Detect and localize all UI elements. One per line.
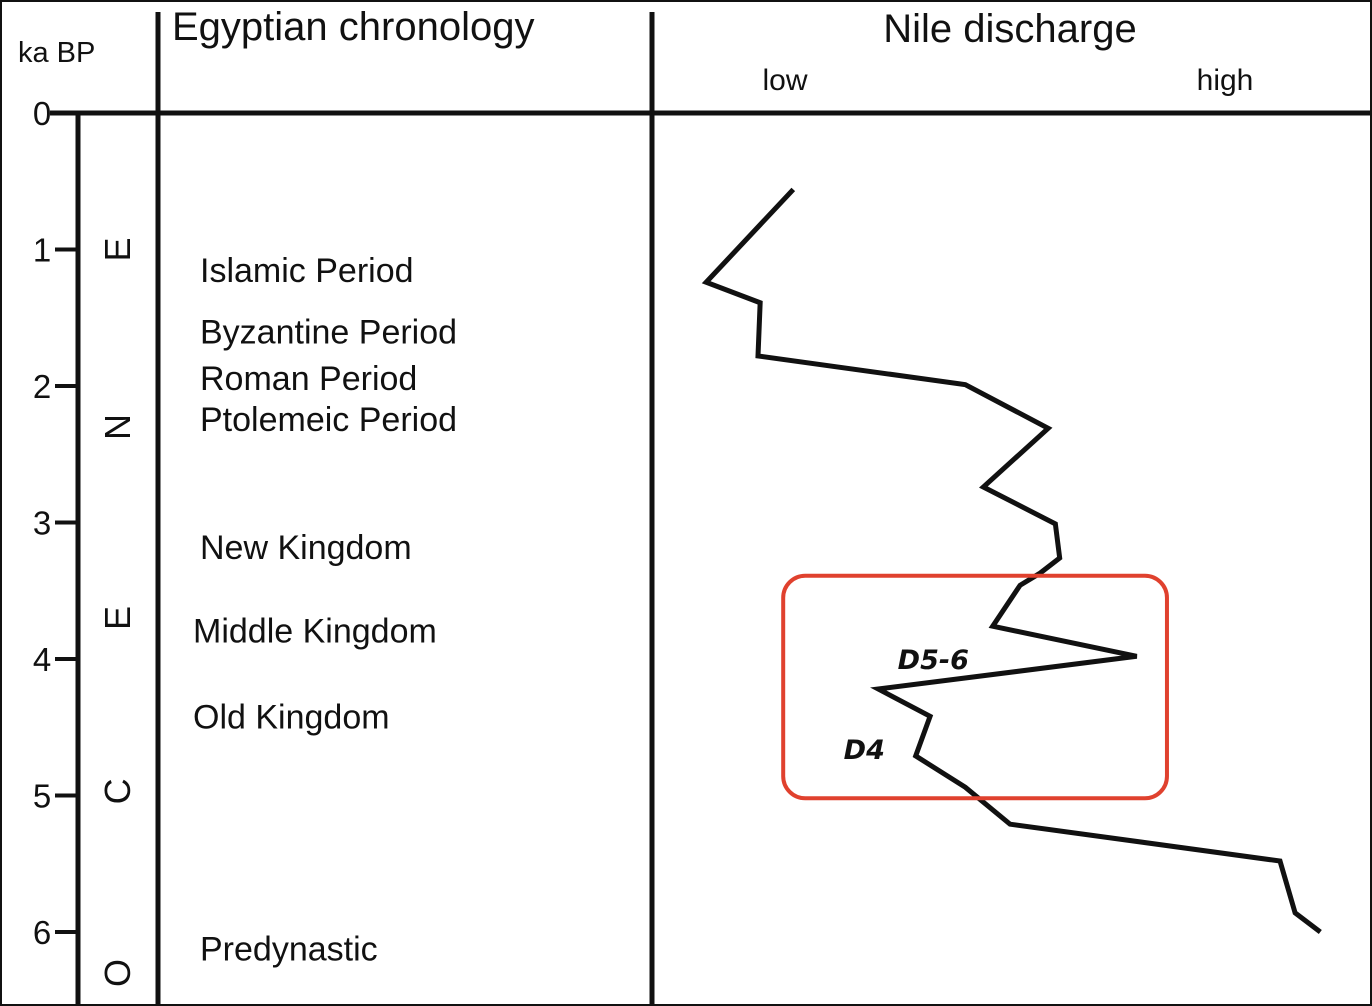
highlight-box [781, 573, 1169, 801]
y-tick-label: 6 [33, 914, 51, 951]
y-tick-label: 4 [33, 641, 51, 678]
epoch-letter: O [97, 959, 138, 987]
period-label: Roman Period [200, 360, 417, 398]
period-label: Middle Kingdom [193, 612, 437, 650]
y-tick-label: 5 [33, 778, 51, 815]
period-label: Ptolemeic Period [200, 401, 457, 439]
period-label: Predynastic [200, 930, 378, 968]
y-tick-label: 0 [33, 95, 51, 132]
epoch-letter: C [97, 778, 138, 804]
period-label: Byzantine Period [200, 313, 457, 351]
y-tick-label: 3 [33, 505, 51, 542]
period-label: Old Kingdom [193, 698, 390, 736]
discharge-header: Nile discharge [883, 7, 1136, 51]
y-tick-label: 1 [33, 232, 51, 269]
epoch-letter: N [97, 414, 138, 440]
annotation-label: D4 [844, 735, 885, 766]
annotation-label: D5-6 [898, 645, 969, 676]
period-label: Islamic Period [200, 252, 414, 290]
period-label: New Kingdom [200, 529, 412, 567]
epoch-letter: E [97, 606, 138, 630]
discharge-line [701, 187, 1322, 934]
x-label-high: high [1197, 64, 1254, 97]
y-tick-label: 2 [33, 368, 51, 405]
chronology-header: Egyptian chronology [172, 5, 534, 49]
epoch-letter: E [97, 237, 138, 261]
age-axis-header: ka BP [18, 37, 95, 69]
x-label-low: low [762, 64, 807, 97]
